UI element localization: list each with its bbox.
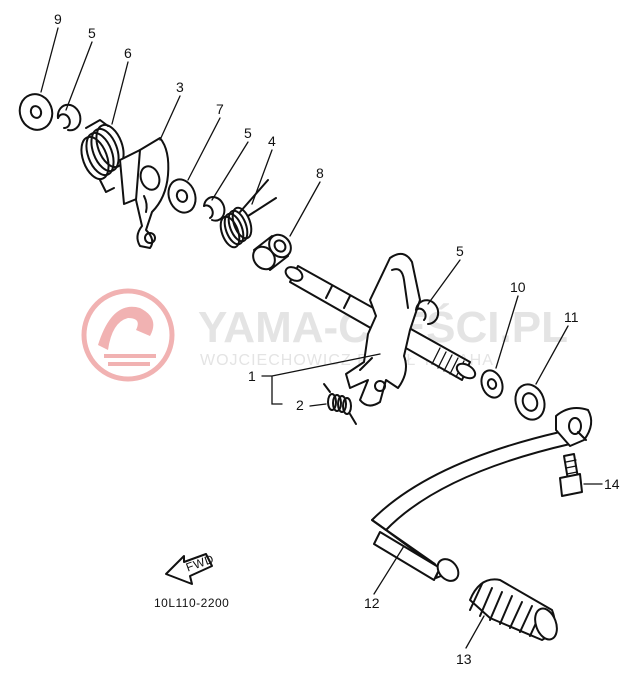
callout-labels: 9 5 6 3 7 5 4 8 5 10 11 1 2 14 12 13 — [54, 11, 620, 667]
callout-11: 11 — [564, 309, 579, 325]
callout-12: 12 — [364, 595, 380, 611]
part-5-circlip-c — [415, 299, 440, 325]
callout-1: 1 — [248, 368, 256, 384]
leader-12 — [373, 545, 405, 595]
callout-7: 7 — [216, 101, 224, 117]
leader-11 — [535, 325, 569, 385]
part-11-oil-seal — [514, 383, 546, 421]
leader-4 — [251, 149, 273, 205]
callout-4: 4 — [268, 133, 276, 149]
part-2-spring — [323, 383, 357, 425]
part-1-shift-shaft — [284, 252, 477, 407]
part-3-shift-arm — [119, 137, 170, 249]
callout-5b: 5 — [244, 125, 252, 141]
part-5-circlip-a — [56, 103, 82, 132]
part-13-pedal-rubber — [469, 578, 558, 641]
callout-10: 10 — [510, 279, 526, 295]
leader-1-bracket — [261, 353, 381, 405]
callout-3: 3 — [176, 79, 184, 95]
watermark: YAMA-CZĘŚCI.PL WOJCIECHOWICZ PAWEŁ YAMAH… — [81, 288, 568, 382]
part-5-circlip-b — [203, 196, 226, 222]
leader-13 — [465, 615, 485, 649]
leader-3 — [159, 95, 181, 141]
callout-8: 8 — [316, 165, 324, 181]
callout-9: 9 — [54, 11, 62, 27]
callout-14: 14 — [604, 476, 620, 492]
part-4-return-spring — [219, 179, 277, 249]
part-9-washer — [18, 93, 54, 131]
callout-2: 2 — [296, 397, 304, 413]
leader-7 — [187, 117, 221, 181]
leader-2 — [309, 403, 327, 407]
leader-10 — [495, 295, 519, 369]
leader-5b — [211, 141, 249, 201]
part-8-collar — [252, 233, 292, 271]
callout-5c: 5 — [456, 243, 464, 259]
leader-8 — [289, 181, 321, 237]
part-6-spring — [80, 119, 125, 193]
callout-13: 13 — [456, 651, 472, 667]
part-12-shift-pedal — [371, 407, 593, 582]
leader-6 — [111, 61, 129, 125]
leader-5c — [427, 259, 461, 305]
callout-6: 6 — [124, 45, 132, 61]
part-7-washer — [167, 178, 197, 214]
part-10-washer — [480, 369, 504, 399]
forward-arrow-icon: FWD — [165, 552, 216, 585]
diagram-code: 10L110-2200 — [154, 596, 229, 610]
leader-5a — [65, 41, 93, 111]
watermark-logo — [81, 288, 175, 382]
part-14-bolt — [559, 453, 583, 497]
callout-5a: 5 — [88, 25, 96, 41]
leader-9 — [40, 27, 59, 93]
